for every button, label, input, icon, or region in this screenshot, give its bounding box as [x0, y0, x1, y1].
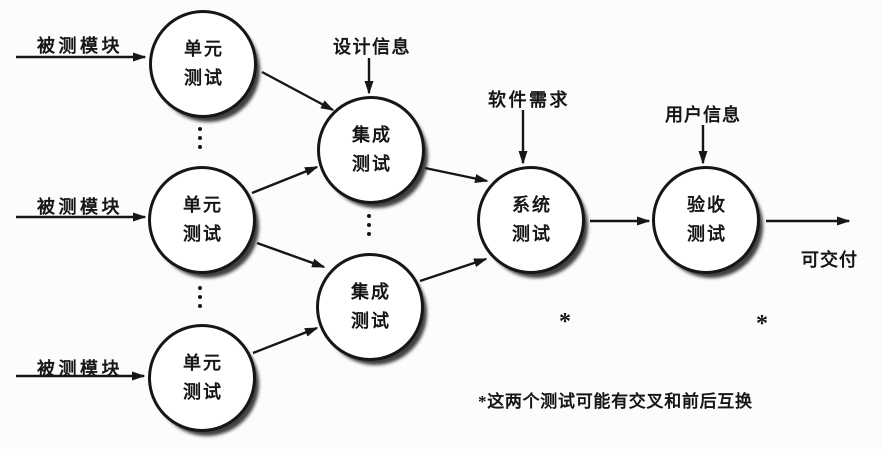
arrow-integration2-to-system: [419, 257, 488, 283]
node-unit-test-2: 单元 测试: [148, 166, 256, 274]
dot: [367, 232, 371, 236]
dot: [367, 214, 371, 218]
vertical-ellipsis-units-2: [198, 286, 202, 308]
node-label: 测试: [184, 68, 224, 88]
deliverable-label: 可交付: [801, 250, 858, 270]
node-unit-test-1: 单元 测试: [149, 10, 257, 118]
node-system-test: 系统 测试: [477, 166, 585, 274]
node-label: 测试: [183, 382, 223, 402]
dot: [198, 136, 202, 140]
node-label: 测试: [687, 224, 727, 244]
node-unit-test-3: 单元 测试: [148, 324, 256, 432]
arrow-integration1-to-system: [424, 166, 489, 183]
dot: [198, 304, 202, 308]
node-label: 测试: [512, 224, 552, 244]
node-label: 测试: [351, 311, 391, 331]
software-requirements-label: 软件需求: [488, 90, 570, 110]
node-label: 集成: [351, 282, 391, 302]
input-label-2: 被测模块: [37, 197, 123, 217]
node-integration-test-1: 集成 测试: [317, 96, 425, 204]
dot: [198, 127, 202, 131]
node-label: 验收: [687, 195, 727, 215]
dot: [198, 286, 202, 290]
node-integration-test-2: 集成 测试: [316, 253, 424, 361]
node-label: 测试: [352, 154, 392, 174]
node-label: 测试: [183, 224, 223, 244]
arrow-unit1-to-integration1: [261, 70, 335, 112]
node-label: 集成: [352, 125, 392, 145]
arrow-unit2-to-integration1: [251, 165, 319, 195]
input-label-1: 被测模块: [37, 36, 123, 56]
dot: [198, 295, 202, 299]
node-label: 单元: [183, 195, 223, 215]
user-info-label: 用户信息: [665, 105, 741, 125]
arrow-unit2-to-integration2: [256, 241, 326, 269]
input-label-3: 被测模块: [37, 359, 123, 379]
footnote: *这两个测试可能有交叉和前后互换: [478, 392, 753, 411]
arrow-unit3-to-integration2: [252, 326, 319, 355]
asterisk-system: *: [559, 309, 571, 335]
node-label: 单元: [184, 39, 224, 59]
asterisk-acceptance: *: [756, 311, 768, 337]
vertical-ellipsis-units-1: [198, 127, 202, 149]
vertical-ellipsis-integrations: [367, 214, 371, 236]
dot: [198, 145, 202, 149]
node-label: 单元: [183, 353, 223, 373]
dot: [367, 223, 371, 227]
node-acceptance-test: 验收 测试: [652, 166, 760, 274]
node-label: 系统: [512, 195, 552, 215]
design-info-label: 设计信息: [333, 37, 411, 57]
